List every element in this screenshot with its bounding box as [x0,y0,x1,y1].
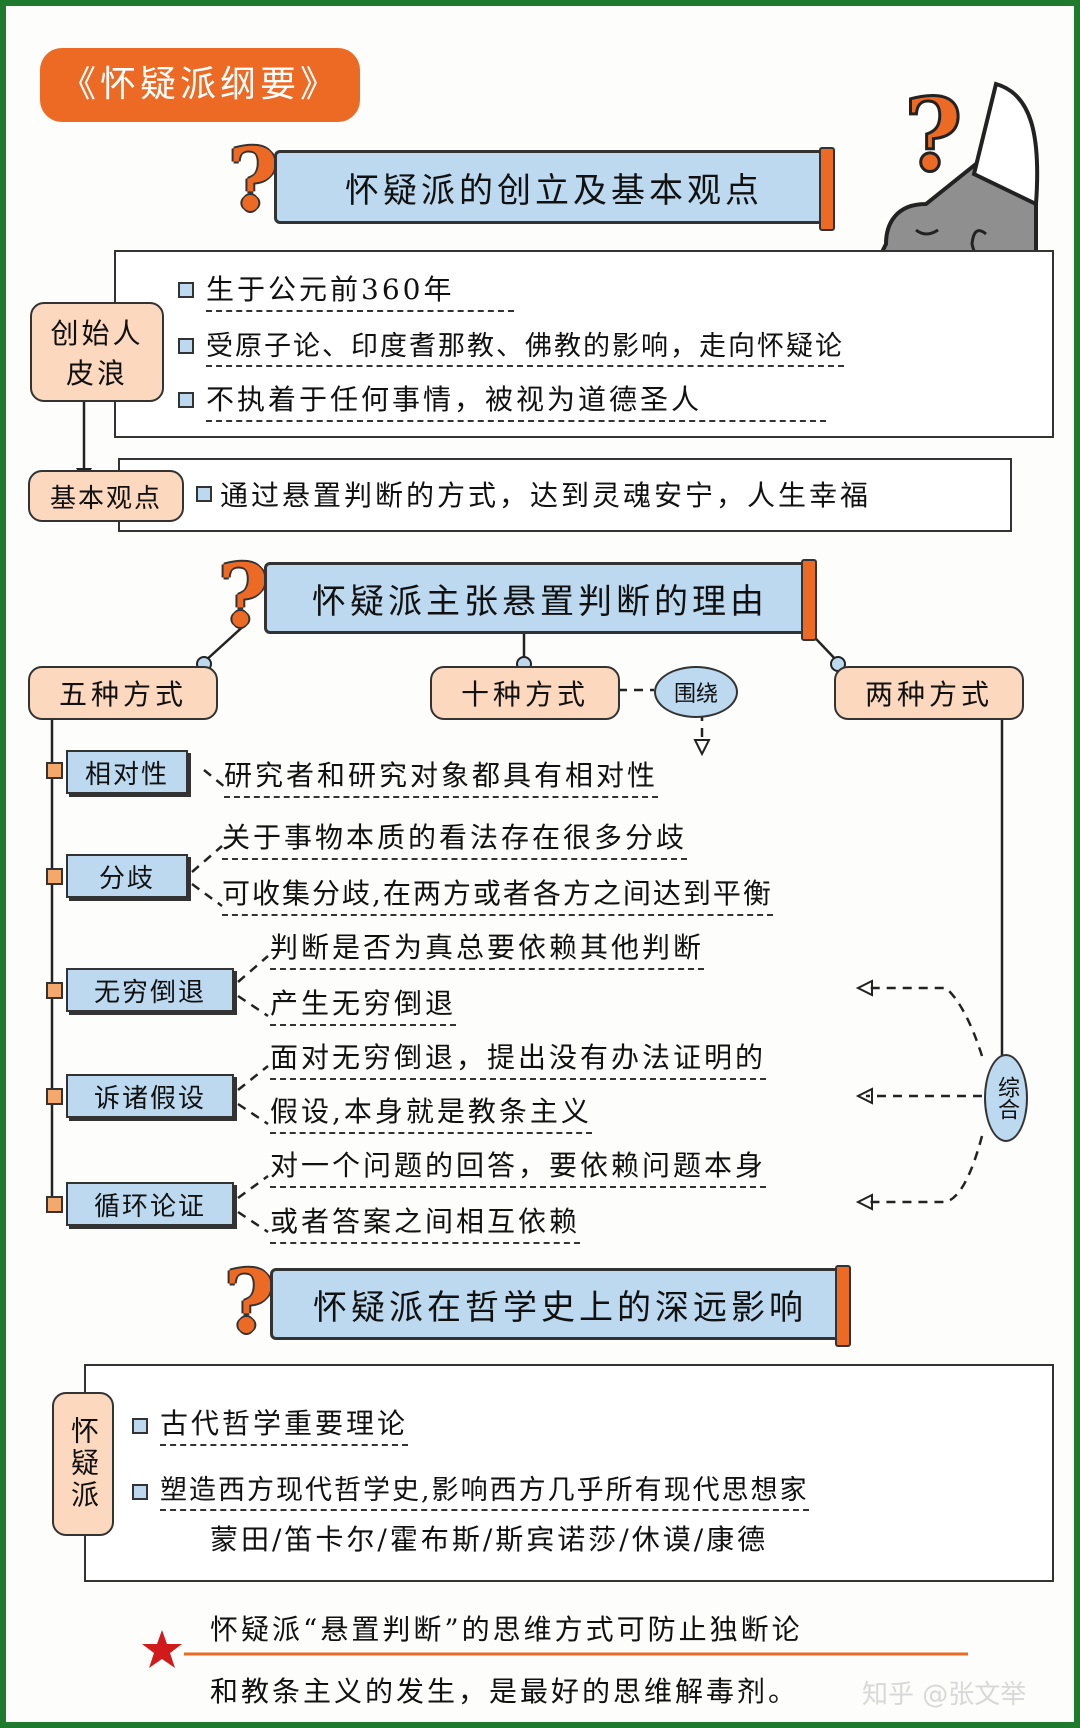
basic-view-text: 通过悬置判断的方式，达到灵魂安宁，人生幸福 [220,479,872,512]
item-text: 判断是否为真总要依赖其他判断 [270,926,705,970]
item-marker [46,1196,63,1213]
item-text: 面对无穷倒退，提出没有办法证明的 [270,1036,767,1080]
item-text: 可收集分歧,在两方或者各方之间达到平衡 [222,872,773,916]
item-marker [46,762,63,779]
item-text: 关于事物本质的看法存在很多分歧 [222,816,688,860]
bullet [196,486,212,502]
star-icon [142,1630,182,1668]
thinkers-list: 蒙田/笛卡尔/霍布斯/斯宾诺莎/休谟/康德 [210,1523,769,1556]
svg-text:?: ? [904,76,963,194]
influence-box [84,1364,1054,1582]
item-marker [46,868,63,885]
influence-item: 塑造西方现代哲学史,影响西方几乎所有现代思想家 [160,1468,809,1511]
section1-heading-text: 怀疑派的创立及基本观点 [345,170,763,211]
item-label-circular-reasoning: 循环论证 [66,1182,234,1226]
section2-heading-text: 怀疑派主张悬置判断的理由 [312,581,768,622]
question-mark-icon: ? [224,1252,275,1353]
section2-heading: 怀疑派主张悬置判断的理由 [264,559,817,641]
item-marker [46,1088,63,1105]
skeptic-label: 怀疑派 [52,1392,114,1536]
founder-item: 不执着于任何事情，被视为道德圣人 [206,378,826,422]
banner-accent [819,147,835,231]
section1-heading: 怀疑派的创立及基本观点 [274,147,835,231]
item-marker [46,982,63,999]
banner-accent [801,559,817,641]
surround-oval: 围绕 [654,666,738,718]
influence-item: 古代哲学重要理论 [160,1402,409,1446]
founder-box [114,250,1054,438]
item-label-infinite-regress: 无穷倒退 [66,968,234,1012]
watermark: 知乎 @张文举 [862,1680,1027,1710]
item-label-hypothesis: 诉诸假设 [66,1074,234,1118]
item-text: 产生无穷倒退 [270,982,457,1026]
branch-two-ways: 两种方式 [834,666,1024,720]
item-text: 对一个问题的回答，要依赖问题本身 [270,1144,767,1188]
banner-accent [835,1265,851,1347]
section3-heading-text: 怀疑派在哲学史上的深远影响 [313,1287,807,1328]
bullet [178,282,194,298]
bullet [132,1484,148,1500]
basic-view-box [118,458,1012,532]
basic-view-label: 基本观点 [28,470,184,522]
founder-label-line1: 创始人 [50,317,144,350]
section3-heading: 怀疑派在哲学史上的深远影响 [270,1265,851,1347]
conclusion-line1: 怀疑派“悬置判断”的思维方式可防止独断论 [210,1613,803,1646]
question-mark-icon: ? [218,546,269,647]
item-label-disagreement: 分歧 [66,854,188,898]
item-text: 研究者和研究对象都具有相对性 [224,754,659,798]
branch-five-ways: 五种方式 [28,666,218,720]
bullet [178,338,194,354]
item-text: 假设,本身就是教条主义 [270,1090,592,1134]
founder-item: 受原子论、印度耆那教、佛教的影响，走向怀疑论 [206,324,844,367]
page: 《怀疑派纲要》 ? ? 怀疑派的创立及基本观点 创始人 皮浪 生于公元前360年… [6,6,1074,1722]
founder-item: 生于公元前360年 [206,268,514,312]
conclusion-line2: 和教条主义的发生，是最好的思维解毒剂。 [210,1675,800,1708]
item-text: 或者答案之间相互依赖 [270,1200,581,1244]
page-title: 《怀疑派纲要》 [40,48,360,122]
item-label-relativity: 相对性 [66,750,188,794]
bullet [178,392,194,408]
bullet [132,1418,148,1434]
founder-label: 创始人 皮浪 [30,302,164,402]
combine-oval: 综合 [984,1054,1028,1142]
branch-ten-ways: 十种方式 [430,666,620,720]
founder-label-line2: 皮浪 [65,357,128,390]
question-mark-icon: ? [228,130,279,231]
